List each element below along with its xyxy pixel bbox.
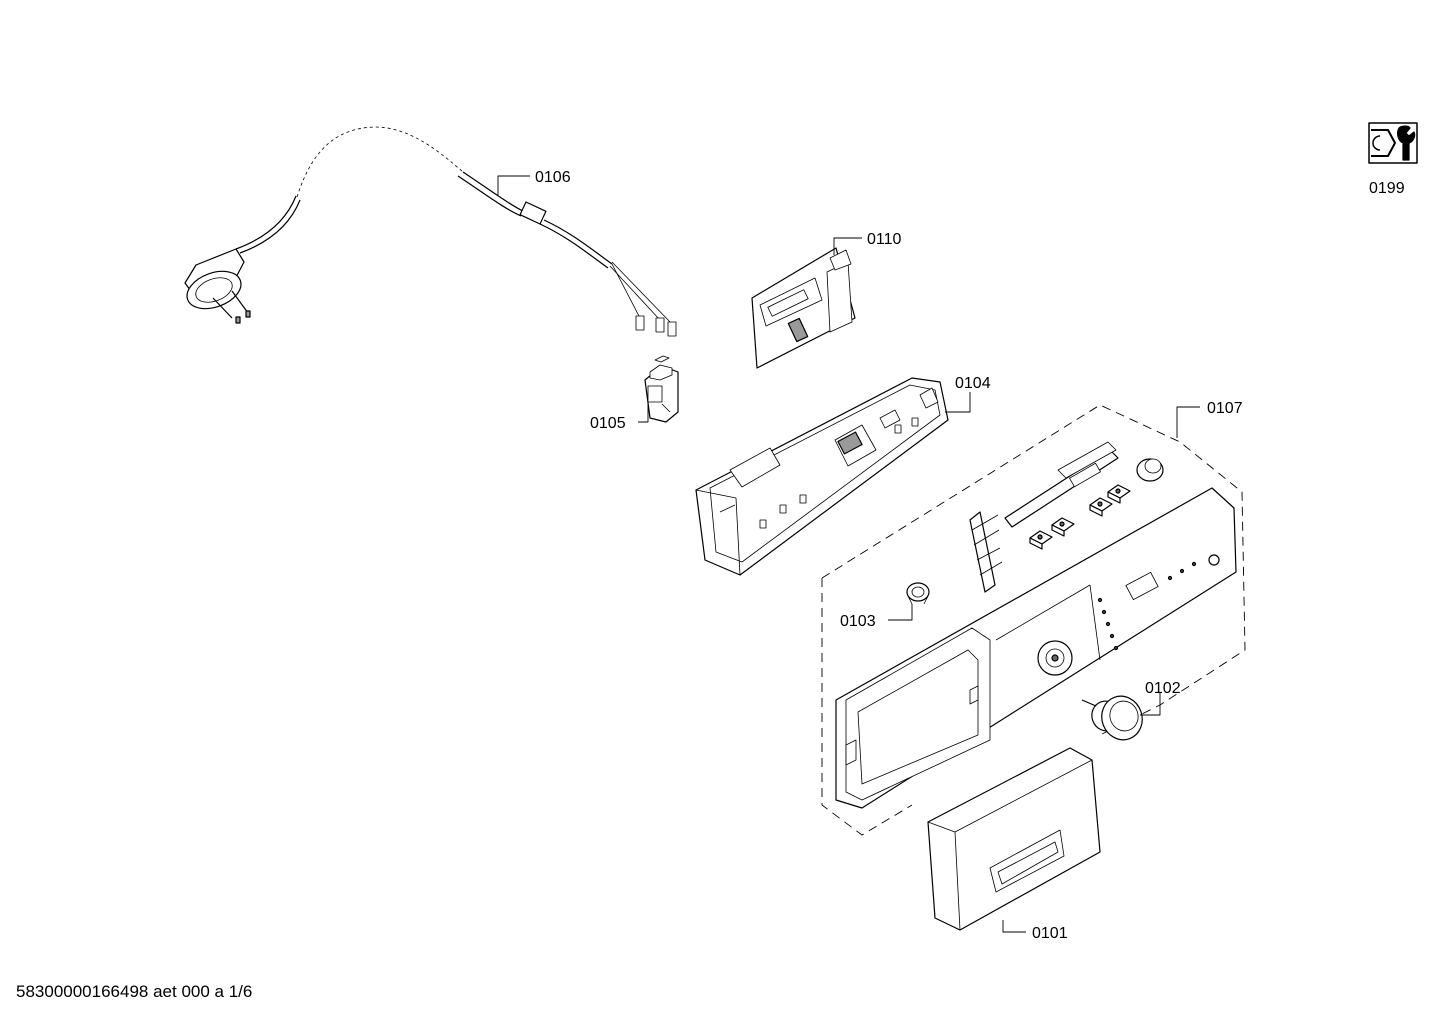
button-caps-part[interactable]	[1029, 484, 1131, 550]
document-id: 58300000166498 aet 000 a 1/6	[16, 982, 253, 1001]
label-0107: 0107	[1207, 400, 1243, 417]
wrench-icon[interactable]: 0199	[1368, 122, 1418, 197]
button-rocker-part[interactable]	[1004, 441, 1119, 528]
label-0110: 0110	[867, 231, 902, 248]
round-cap-part[interactable]	[1136, 458, 1164, 482]
light-guide-part[interactable]	[969, 511, 1003, 593]
label-0105: 0105	[590, 415, 626, 432]
callout-0101: 0101	[1002, 920, 1068, 942]
electronic-housing-part[interactable]	[695, 377, 949, 576]
control-panel-fascia-part[interactable]	[835, 487, 1237, 809]
lamp-holder-part[interactable]	[906, 582, 930, 605]
control-module-board-part[interactable]	[751, 247, 856, 369]
callout-0106: 0106	[497, 169, 571, 195]
selector-knob-part[interactable]	[1081, 690, 1148, 745]
label-0106: 0106	[535, 169, 571, 186]
label-0101: 0101	[1032, 925, 1068, 942]
callout-0104: 0104	[945, 375, 991, 413]
power-cable-part[interactable]	[182, 126, 677, 337]
connector-clip-part[interactable]	[644, 355, 679, 423]
drawer-handle-part[interactable]	[927, 747, 1101, 931]
callout-0110: 0110	[833, 231, 902, 255]
label-0199: 0199	[1369, 180, 1405, 197]
callout-0107: 0107	[1176, 400, 1243, 438]
label-0103: 0103	[840, 613, 876, 630]
label-0102: 0102	[1145, 680, 1181, 697]
callout-0103: 0103	[840, 604, 913, 630]
label-0104: 0104	[955, 375, 991, 392]
callout-0102: 0102	[1140, 680, 1181, 716]
callout-0105: 0105	[590, 402, 649, 432]
